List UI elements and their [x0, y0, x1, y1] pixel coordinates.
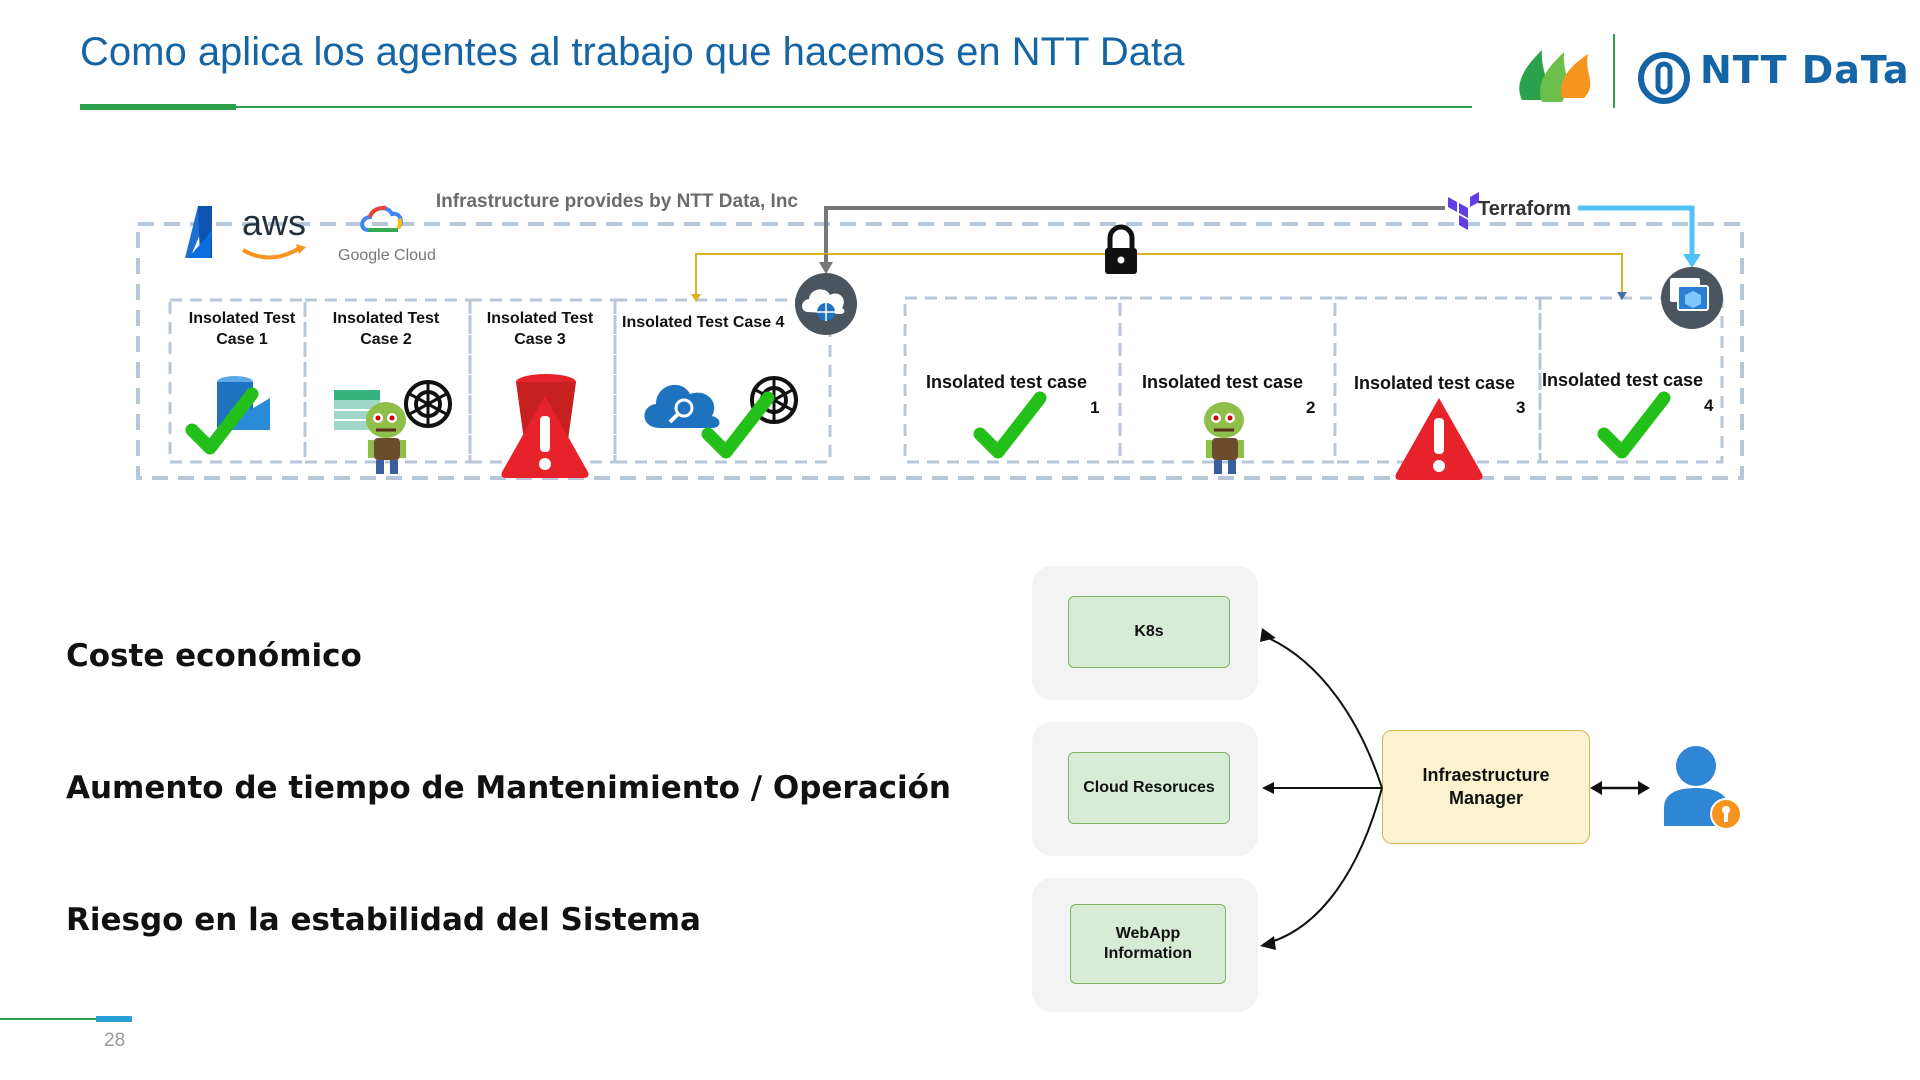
lock-icon: [1105, 224, 1137, 274]
zombie-icon: [1202, 400, 1246, 476]
node-cloud-resources[interactable]: Cloud Resoruces: [1068, 752, 1230, 824]
right-case-box-4: [1538, 296, 1724, 464]
openai-logo-icon: [404, 380, 452, 428]
status-icons-layer: [0, 374, 1920, 480]
right-case-box-2: [1118, 296, 1337, 464]
terraform-label: Terraform: [1478, 198, 1571, 220]
terraform-logo-icon: [1448, 192, 1479, 230]
left-case-box-4: [613, 298, 832, 464]
right-case-num-3: 3: [1516, 398, 1526, 417]
google-cloud-text: Google Cloud: [338, 247, 436, 264]
infrastructure-manager-node[interactable]: Infraestructure Manager: [1382, 730, 1590, 844]
right-case-label-4: Insolated test case: [1542, 370, 1704, 390]
right-case-label-1: Insolated test case: [926, 372, 1088, 392]
blue-connector: [1578, 205, 1695, 258]
flame-logo-icon: [1519, 50, 1591, 102]
title-underline: [80, 106, 1472, 108]
user-key-icon: [1664, 746, 1742, 830]
green-check-icon: [980, 398, 1040, 452]
left-case-box-2: [303, 298, 472, 464]
right-case-num-2: 2: [1306, 398, 1316, 417]
right-case-label-3: Insolated test case: [1354, 373, 1516, 393]
google-cloud-icon: [360, 205, 403, 232]
page-number: 28: [104, 1030, 126, 1051]
bullet-maintenance: Aumento de tiempo de Mantenimiento / Ope…: [66, 770, 951, 806]
footer-rule-accent: [96, 1016, 132, 1022]
title-underline-accent: [80, 104, 236, 110]
zombie-icon: [364, 400, 408, 476]
right-case-num-1: 1: [1090, 398, 1100, 417]
red-warning-icon: [501, 396, 589, 478]
footer-rule: [0, 1018, 132, 1020]
brand-divider: [1613, 34, 1615, 108]
bullet-stability: Riesgo en la estabilidad del Sistema: [66, 902, 701, 938]
node-webapp-information[interactable]: WebApp Information: [1070, 904, 1226, 984]
right-case-box-1: [903, 296, 1122, 464]
infra-diagram: [136, 192, 1744, 480]
aws-logo-text: aws: [242, 202, 307, 243]
ntt-data-brand: NTT DaTa: [1700, 48, 1910, 92]
manager-connectors: [1260, 628, 1650, 950]
ntt-logo-icon: [1638, 52, 1690, 104]
infra-provider-label: Infrastructure provides by NTT Data, Inc: [435, 191, 798, 212]
node-k8s[interactable]: K8s: [1068, 596, 1230, 668]
left-case-label-4: Insolated Test Case 4: [622, 314, 785, 331]
search-cloud-icon: [644, 384, 720, 428]
grey-connector: [824, 206, 1445, 268]
red-warning-icon: [1395, 398, 1483, 480]
azure-logo-icon: [185, 206, 212, 258]
cloud-globe-icon: [795, 273, 857, 335]
yellow-connector: [695, 253, 1623, 298]
slide-title: Como aplica los agentes al trabajo que h…: [80, 30, 1185, 74]
left-case-label-1: Insolated Test Case 1: [188, 310, 296, 348]
virtual-machine-icon: [1661, 267, 1723, 329]
green-check-icon: [1604, 398, 1664, 452]
left-case-box-1: [168, 298, 307, 464]
left-case-box-3: [468, 298, 617, 464]
right-case-label-2: Insolated test case: [1142, 372, 1304, 392]
right-case-num-4: 4: [1704, 396, 1714, 415]
infra-container: [136, 222, 1744, 480]
left-case-label-2: Insolated Test Case 2: [332, 310, 440, 348]
aws-smile: [241, 246, 302, 260]
left-case-label-3: Insolated Test Case 3: [486, 310, 594, 348]
bullet-cost: Coste económico: [66, 638, 362, 674]
